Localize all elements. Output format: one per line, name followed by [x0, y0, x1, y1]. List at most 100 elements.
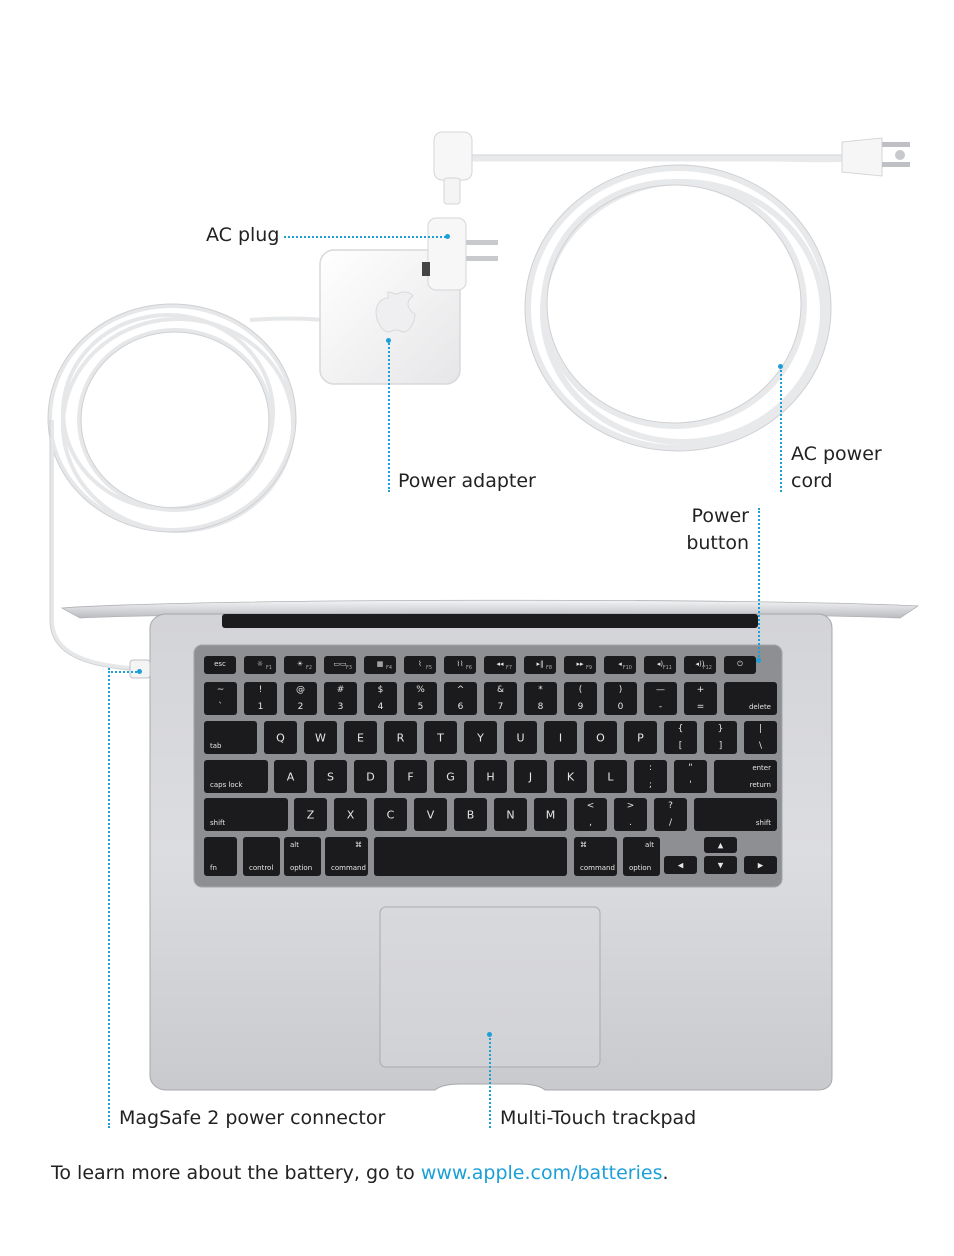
left-shift-key[interactable]: shift [204, 798, 288, 831]
fn-key[interactable]: fn [204, 837, 237, 876]
caps-label: caps lock [210, 781, 243, 789]
batteries-link[interactable]: www.apple.com/batteries [420, 1162, 663, 1184]
key-char: D [366, 770, 375, 783]
fn-key-number: F3 [345, 665, 352, 671]
key-char: P [637, 731, 644, 744]
key-b[interactable]: B [454, 798, 487, 831]
delete-key[interactable]: delete [724, 682, 777, 715]
arrow-left-icon: ◂ [677, 858, 684, 872]
key-num-7[interactable]: &7 [484, 682, 517, 715]
key-num-10[interactable]: )0 [604, 682, 637, 715]
key-num-1[interactable]: !1 [244, 682, 277, 715]
key-shift-char: * [538, 685, 543, 695]
arrow-up-icon: ▴ [717, 838, 724, 852]
key-x[interactable]: X [334, 798, 367, 831]
fn-key-number: F12 [702, 665, 712, 671]
fn-key-4[interactable]: ▦F4 [364, 656, 396, 674]
fn-key-13[interactable]: ⏻ [724, 656, 756, 674]
key-k[interactable]: K [554, 760, 587, 793]
key-char: O [596, 731, 605, 744]
key-num-6[interactable]: ^6 [444, 682, 477, 715]
key-shift-char: # [336, 685, 345, 695]
key-num-11[interactable]: —- [644, 682, 677, 715]
right-shift-key[interactable]: shift [694, 798, 777, 831]
key-char: 9 [577, 702, 584, 712]
key-bracket-0[interactable]: {[ [664, 721, 697, 754]
key-bracket-1[interactable]: }] [704, 721, 737, 754]
key-num-2[interactable]: @2 [284, 682, 317, 715]
key-c[interactable]: C [374, 798, 407, 831]
key-o[interactable]: O [584, 721, 617, 754]
key-num-12[interactable]: += [684, 682, 717, 715]
right-command-key[interactable]: ⌘command [574, 837, 617, 876]
key-char: A [286, 770, 295, 783]
key-z[interactable]: Z [294, 798, 327, 831]
key-punct-0[interactable]: <, [574, 798, 607, 831]
key-n[interactable]: N [494, 798, 527, 831]
arrow-right-icon: ▸ [757, 858, 764, 872]
tab-key[interactable]: tab [204, 721, 257, 754]
fn-key-6[interactable]: ⌇⌇F6 [444, 656, 476, 674]
key-d[interactable]: D [354, 760, 387, 793]
key-p[interactable]: P [624, 721, 657, 754]
arrow-up-key[interactable]: ▴ [704, 837, 737, 853]
key-shift-char: ^ [456, 685, 465, 695]
fn-key-9[interactable]: ▸▸F9 [564, 656, 596, 674]
key-char: / [668, 818, 673, 828]
fn-key-10[interactable]: ◂F10 [604, 656, 636, 674]
key-v[interactable]: V [414, 798, 447, 831]
key-char: 1 [257, 702, 264, 712]
key-l[interactable]: L [594, 760, 627, 793]
fn-key-2[interactable]: ☀F2 [284, 656, 316, 674]
fn-key-3[interactable]: ▭▭F3 [324, 656, 356, 674]
key-punct-2[interactable]: ?/ [654, 798, 687, 831]
key-char: Z [306, 808, 315, 821]
key-j[interactable]: J [514, 760, 547, 793]
caps-lock-key[interactable]: caps lock [204, 760, 268, 793]
fn-key-0[interactable]: esc [204, 656, 236, 674]
key-g[interactable]: G [434, 760, 467, 793]
key-e[interactable]: E [344, 721, 377, 754]
key-q[interactable]: Q [264, 721, 297, 754]
key-num-5[interactable]: %5 [404, 682, 437, 715]
ac-plug-leader [284, 236, 446, 238]
key-num-8[interactable]: *8 [524, 682, 557, 715]
key-f[interactable]: F [394, 760, 427, 793]
key-semi-1[interactable]: "' [674, 760, 707, 793]
key-num-0[interactable]: ~` [204, 682, 237, 715]
key-char: 2 [297, 702, 304, 712]
key-num-3[interactable]: #3 [324, 682, 357, 715]
key-punct-1[interactable]: >. [614, 798, 647, 831]
fn-key-1[interactable]: ☼F1 [244, 656, 276, 674]
left-command-key[interactable]: ⌘command [325, 837, 368, 876]
key-y[interactable]: Y [464, 721, 497, 754]
key-i[interactable]: I [544, 721, 577, 754]
arrow-down-key[interactable]: ▾ [704, 856, 737, 874]
key-num-4[interactable]: $4 [364, 682, 397, 715]
key-r[interactable]: R [384, 721, 417, 754]
key-t[interactable]: T [424, 721, 457, 754]
key-w[interactable]: W [304, 721, 337, 754]
key-semi-0[interactable]: :; [634, 760, 667, 793]
key-bracket-2[interactable]: |\ [744, 721, 777, 754]
fn-key-5[interactable]: ⌇F5 [404, 656, 436, 674]
key-a[interactable]: A [274, 760, 307, 793]
control-key[interactable]: control [243, 837, 280, 876]
key-num-9[interactable]: (9 [564, 682, 597, 715]
fn-key-11[interactable]: ◂)F11 [644, 656, 676, 674]
fn-key-8[interactable]: ▸‖F8 [524, 656, 556, 674]
arrow-right-key[interactable]: ▸ [744, 856, 777, 874]
fn-key-7[interactable]: ◂◂F7 [484, 656, 516, 674]
fn-key-12[interactable]: ◂))F12 [684, 656, 716, 674]
key-char: W [315, 731, 326, 744]
key-m[interactable]: M [534, 798, 567, 831]
key-u[interactable]: U [504, 721, 537, 754]
space-bar[interactable] [374, 837, 567, 876]
fn-key-icon: ⌇⌇ [456, 660, 464, 668]
arrow-left-key[interactable]: ◂ [664, 856, 697, 874]
key-h[interactable]: H [474, 760, 507, 793]
key-s[interactable]: S [314, 760, 347, 793]
